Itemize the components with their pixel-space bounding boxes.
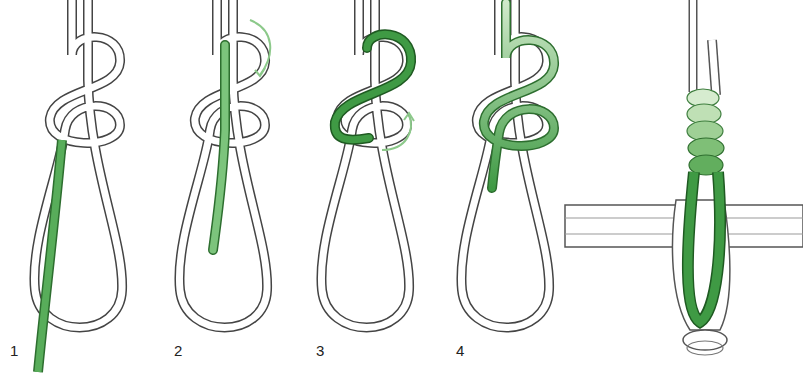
step-number: 4 bbox=[456, 343, 464, 358]
knot-step bbox=[461, 0, 554, 328]
step-number: 3 bbox=[316, 343, 324, 358]
step-number: 1 bbox=[10, 343, 18, 358]
harness-tie-in bbox=[565, 0, 803, 355]
knot-step bbox=[34, 0, 122, 372]
knot-step bbox=[179, 0, 270, 328]
step-number: 2 bbox=[174, 343, 182, 358]
knot-step bbox=[321, 0, 414, 328]
